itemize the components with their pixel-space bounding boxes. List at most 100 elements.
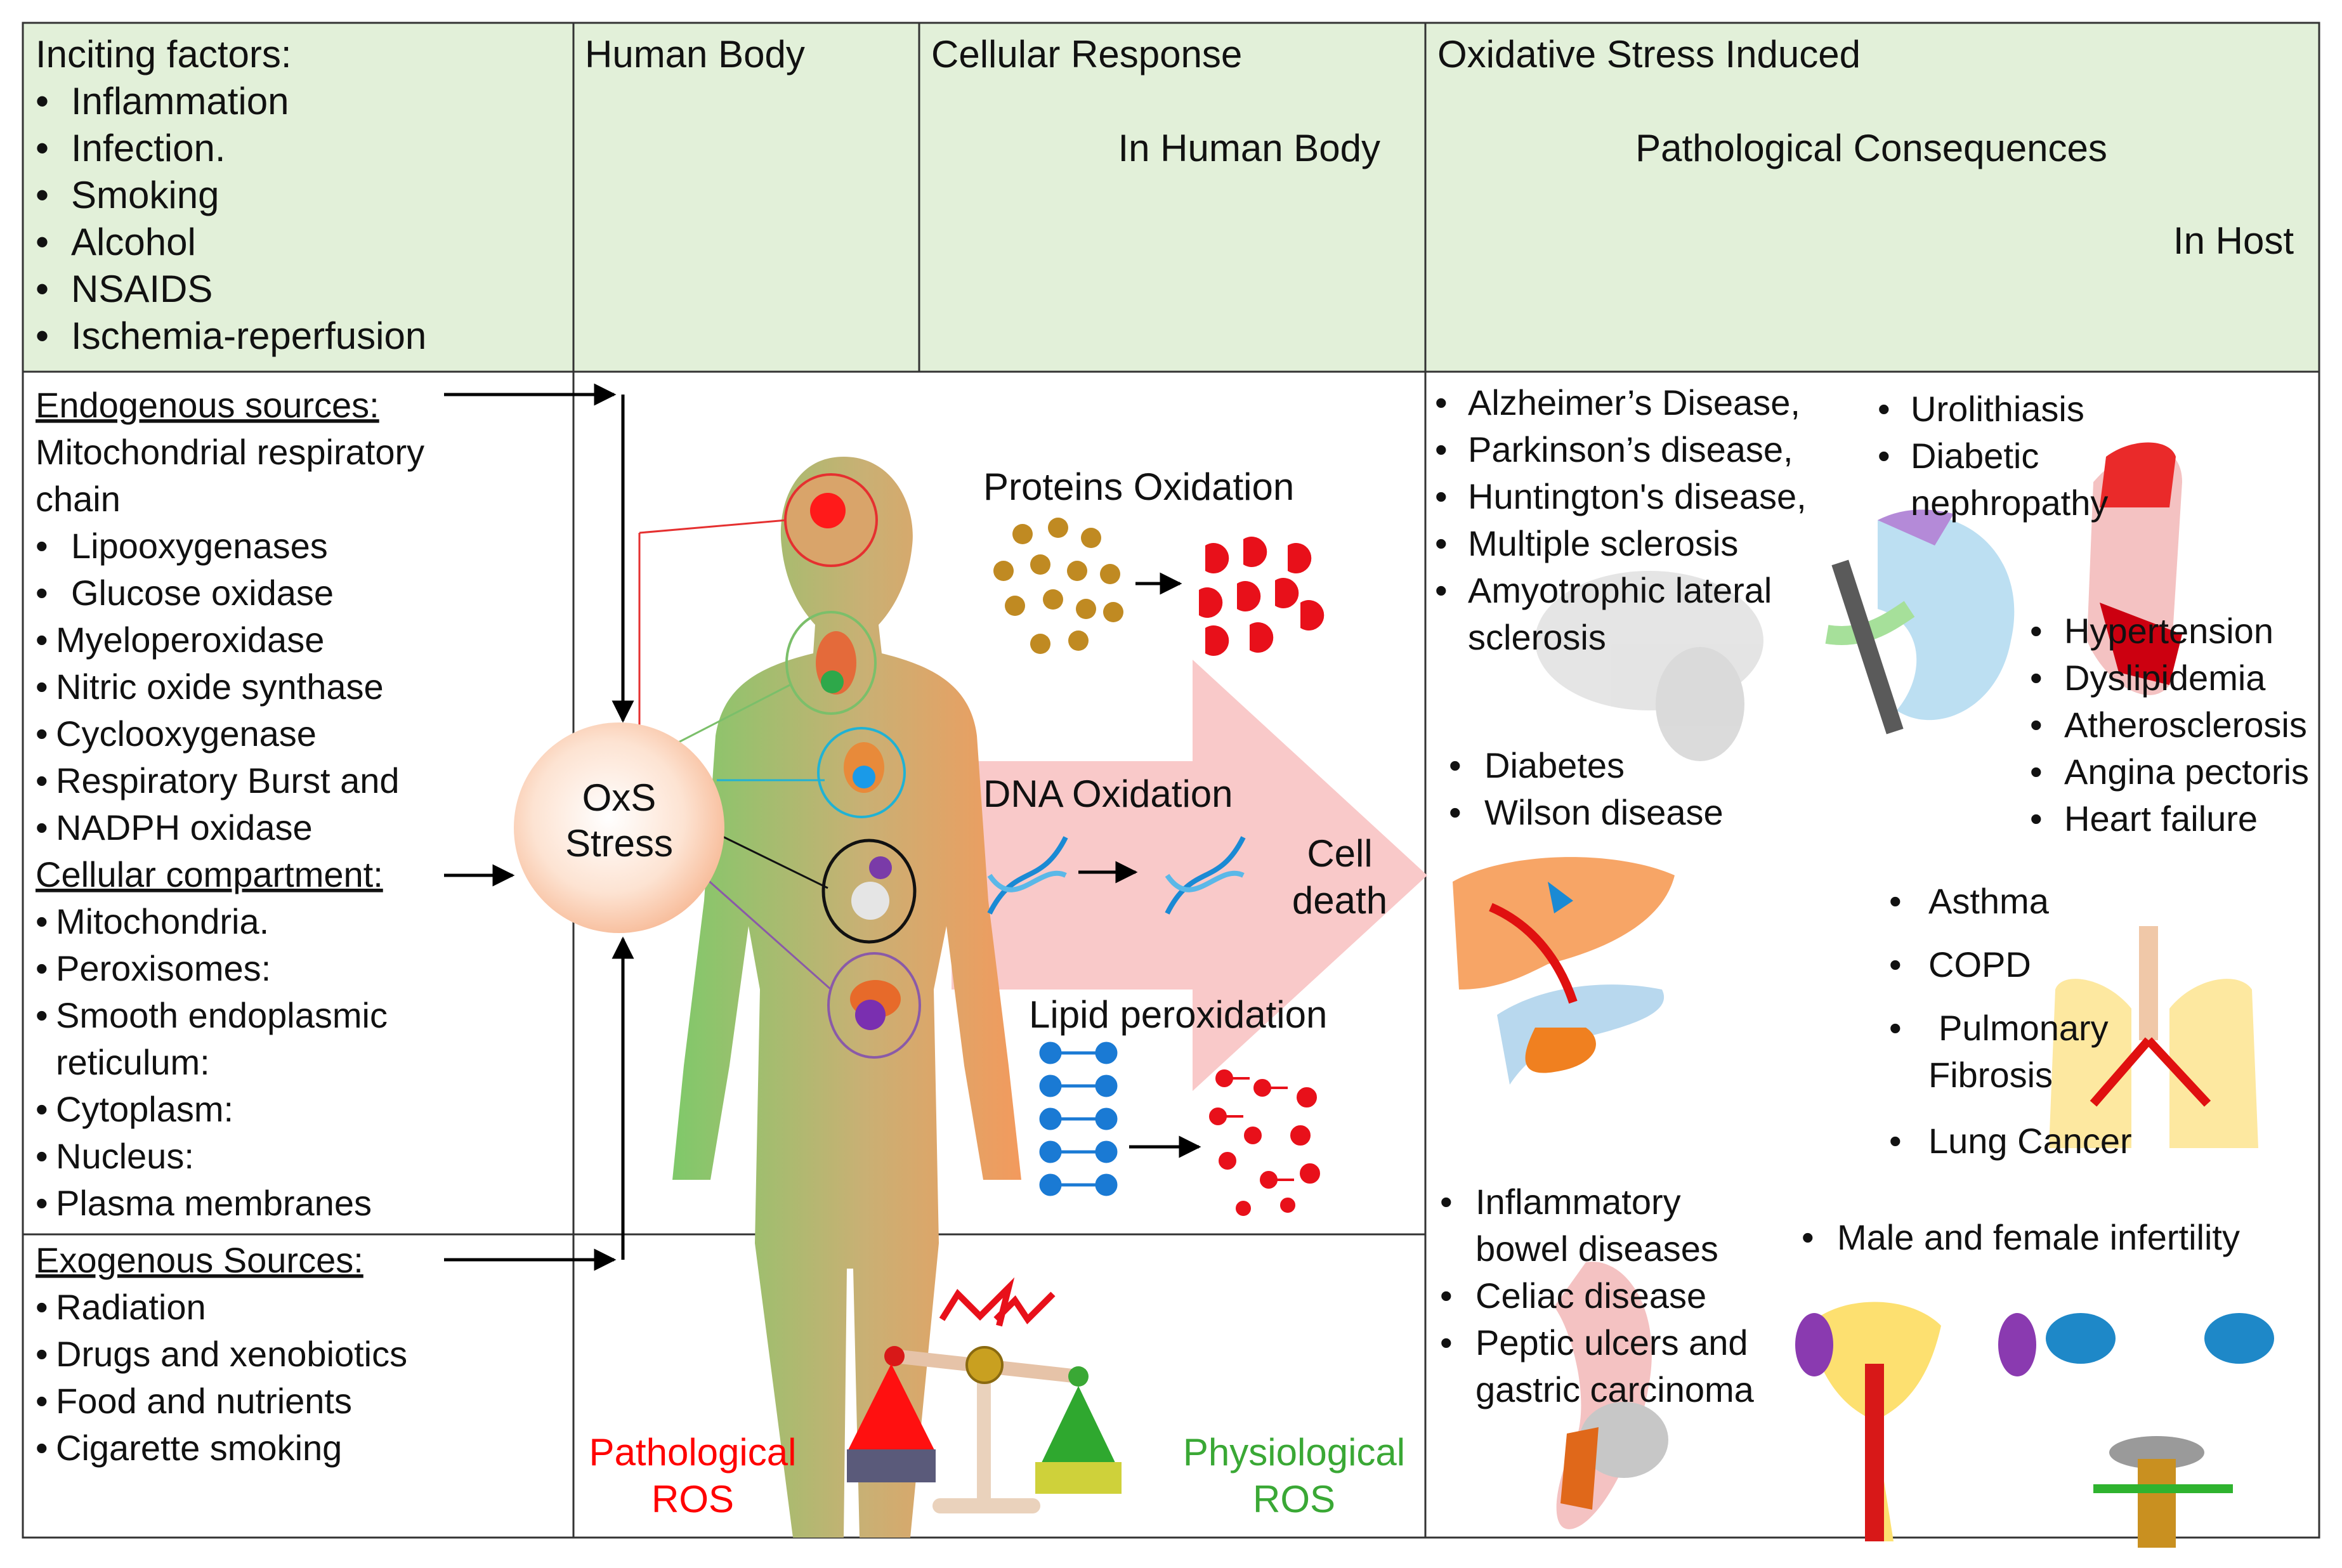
kidney-diseases-list: • Urolithiasis • Diabetic nephropathy xyxy=(1878,389,2108,523)
human-body-title: Human Body xyxy=(585,33,805,75)
list-item: Respiratory Burst and xyxy=(56,761,400,800)
compartment-title: Cellular compartment: xyxy=(36,854,383,894)
bullet: • xyxy=(1435,570,1448,610)
disease-item: gastric carcinoma xyxy=(1475,1369,1755,1409)
bullet: • xyxy=(2030,752,2043,792)
pelvic-spot-icon xyxy=(855,1000,886,1030)
bullet: • xyxy=(1440,1323,1453,1362)
table-grid xyxy=(22,22,2320,1539)
brain-illustration xyxy=(1535,571,1763,761)
list-item: Plasma membranes xyxy=(56,1183,372,1223)
cellular-response-subtitle: In Human Body xyxy=(1118,127,1380,169)
lightning-icon xyxy=(993,1291,1056,1324)
lightning-icon xyxy=(939,1277,1015,1327)
list-item: Alcohol xyxy=(71,221,196,263)
bullet: • xyxy=(36,1136,48,1176)
thyroid-circle xyxy=(785,611,877,715)
inciting-factors-list: • Inflammation • Infection. • Smoking • … xyxy=(36,80,426,357)
endogenous-lead: chain xyxy=(36,479,121,519)
physiological-cup xyxy=(1035,1462,1122,1494)
pathological-cup xyxy=(847,1449,936,1482)
endogenous-title: Endogenous sources: xyxy=(36,385,379,425)
disease-item: Dyslipidemia xyxy=(2064,658,2266,698)
bullet: • xyxy=(36,174,49,216)
liver-pancreas-illustration xyxy=(1453,857,1675,1085)
bullet: • xyxy=(36,1287,48,1327)
list-item: Peroxisomes: xyxy=(56,948,271,988)
bullet: • xyxy=(36,948,48,988)
list-item: Drugs and xenobiotics xyxy=(56,1334,407,1374)
disease-item: Multiple sclerosis xyxy=(1468,523,1738,563)
bullet: • xyxy=(36,315,49,357)
bullet: • xyxy=(36,1089,48,1129)
bullet: • xyxy=(36,526,48,566)
bullet: • xyxy=(1435,382,1448,422)
bullet: • xyxy=(1878,436,1890,476)
list-item: Nucleus: xyxy=(56,1136,194,1176)
bullet: • xyxy=(1889,1121,1902,1161)
male-reproductive-illustration xyxy=(2046,1313,2274,1548)
disease-item: Urolithiasis xyxy=(1911,389,2084,429)
endogenous-list: • Lipooxygenases • Glucose oxidase • Mye… xyxy=(36,526,400,847)
bullet: • xyxy=(1440,1182,1453,1222)
oxs-circle xyxy=(514,722,724,933)
brain-lesion-icon xyxy=(810,493,846,528)
bullet: • xyxy=(1435,476,1448,516)
balance-base xyxy=(932,1498,1040,1513)
bullet: • xyxy=(2030,705,2043,745)
stomach-spot-icon xyxy=(853,766,875,788)
disease-item: Huntington's disease, xyxy=(1468,476,1807,516)
cell-death-label: Cell xyxy=(1307,832,1372,875)
disease-item: COPD xyxy=(1928,944,2031,984)
bullet: • xyxy=(36,80,49,122)
bullet: • xyxy=(36,1428,48,1468)
kidney-icon xyxy=(851,882,889,920)
protein-oxidation-label: Proteins Oxidation xyxy=(983,466,1294,508)
disease-item: Angina pectoris xyxy=(2064,752,2309,792)
bullet: • xyxy=(36,667,48,707)
bullet: • xyxy=(1889,1008,1902,1048)
disease-item: nephropathy xyxy=(1911,483,2108,523)
disease-item: Lung Cancer xyxy=(1928,1121,2132,1161)
bullet: • xyxy=(1449,792,1462,832)
disease-item: Diabetic xyxy=(1911,436,2039,476)
disease-item: Hypertension xyxy=(2064,611,2273,651)
list-item: Smooth endoplasmic xyxy=(56,995,388,1035)
bullet: • xyxy=(36,268,49,310)
left-knob xyxy=(884,1346,905,1366)
list-item: Mitochondria. xyxy=(56,901,269,941)
connector-thyroid xyxy=(678,684,790,743)
disease-item: sclerosis xyxy=(1468,617,1606,657)
bullet: • xyxy=(1435,429,1448,469)
cellular-response-title: Cellular Response xyxy=(931,33,1242,75)
list-item: Ischemia-reperfusion xyxy=(71,315,426,357)
inciting-factors-title: Inciting factors: xyxy=(36,33,292,75)
disease-item: Heart failure xyxy=(2064,799,2258,839)
oxidative-stress-title: Oxidative Stress Induced xyxy=(1437,33,1861,75)
pathological-consequences-title: Pathological Consequences xyxy=(1635,127,2107,169)
physiological-ros-label-line2: ROS xyxy=(1253,1478,1335,1520)
kidney-top-icon xyxy=(869,856,892,879)
list-item: Nitric oxide synthase xyxy=(56,667,384,707)
dna-oxidation-label: DNA Oxidation xyxy=(983,773,1233,815)
ros-balance-icon xyxy=(847,1277,1122,1513)
disease-item: Parkinson’s disease, xyxy=(1468,429,1793,469)
dna-helix-icon xyxy=(987,836,1068,915)
pathological-ros-label: Pathological xyxy=(589,1431,797,1473)
disease-item: Alzheimer’s Disease, xyxy=(1468,382,1800,422)
gut-diseases-list: • Inflammatory bowel diseases • Celiac d… xyxy=(1440,1182,1755,1409)
bullet: • xyxy=(36,901,48,941)
list-item: NADPH oxidase xyxy=(56,807,313,847)
kidney-circle xyxy=(821,839,917,944)
bullet: • xyxy=(2030,799,2043,839)
bullet: • xyxy=(1435,523,1448,563)
right-knob xyxy=(1068,1366,1089,1387)
oxs-label: OxS xyxy=(582,776,657,819)
list-item: Glucose oxidase xyxy=(71,573,334,613)
lung-diseases-list: • Asthma • COPD • Pulmonary Fibrosis • L… xyxy=(1889,881,2132,1161)
exogenous-title: Exogenous Sources: xyxy=(36,1240,363,1280)
female-reproductive-illustration xyxy=(1795,1302,2036,1541)
cell-death-label-line2: death xyxy=(1292,879,1387,922)
bullet: • xyxy=(1889,944,1902,984)
lipid-peroxidation-label: Lipid peroxidation xyxy=(1029,993,1327,1036)
